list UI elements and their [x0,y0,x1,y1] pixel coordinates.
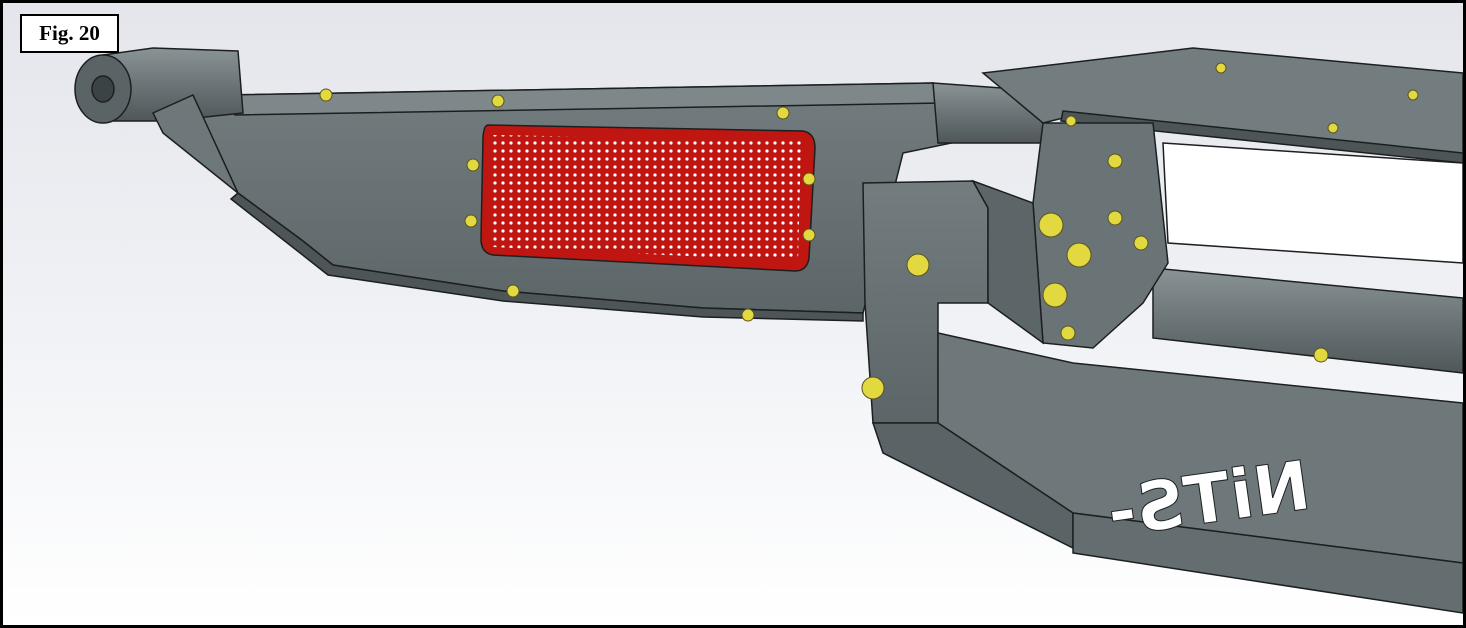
figure-label: Fig. 20 [20,14,119,53]
bolt [1407,89,1419,101]
bolt [1327,122,1339,134]
bolt [1133,235,1149,251]
bolt [319,88,333,102]
bolt [464,214,478,228]
bolt [1107,153,1123,169]
bolt [776,106,790,120]
bolt [906,253,930,277]
bolt [1313,347,1329,363]
perforated-panel [480,124,816,272]
left-tube-end [74,47,244,194]
bolt [1060,325,1076,341]
bolt [1066,242,1092,268]
bolt [1215,62,1227,74]
bolts [319,62,1419,400]
bolt [802,228,816,242]
lower-right-tube [1152,267,1463,374]
bolt [1042,282,1068,308]
bolt [491,94,505,108]
bolt [466,158,480,172]
upper-right-tube [932,47,1463,264]
bolt [506,284,520,298]
bolt [1107,210,1123,226]
bumper-assembly-drawing: NiTS- [74,47,1463,614]
bolt [1065,115,1077,127]
bolt [741,308,755,322]
bolt [802,172,816,186]
bolt [861,376,885,400]
skid-plate: NiTS- [871,332,1463,614]
bolt [1038,212,1064,238]
